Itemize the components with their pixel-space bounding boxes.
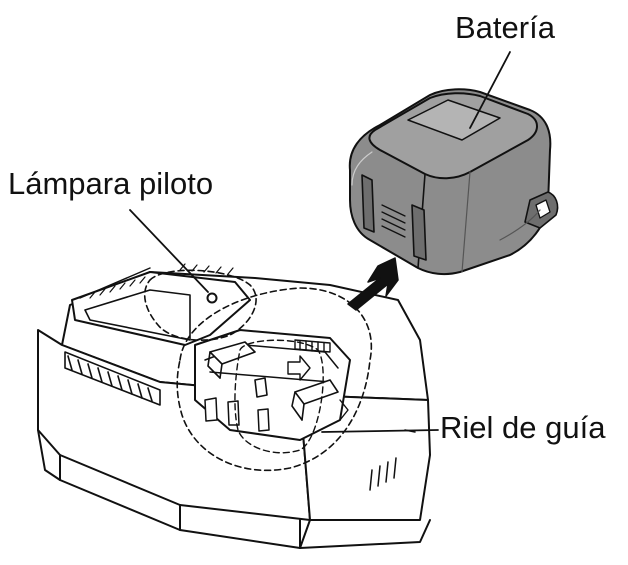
top-ribs <box>89 263 234 299</box>
charger <box>37 263 431 549</box>
battery-vents <box>381 204 406 238</box>
slot-highlight <box>176 287 373 472</box>
arrow-down-left-icon <box>347 257 399 311</box>
slide-arrow-icon <box>287 355 311 381</box>
battery-label: Batería <box>455 10 555 45</box>
battery-clips <box>361 174 427 261</box>
leader-battery <box>469 51 511 129</box>
guide-rail-label: Riel de guía <box>440 410 606 445</box>
side-vents <box>369 457 397 491</box>
pilot-lamp-label: Lámpara piloto <box>8 166 214 201</box>
front-vents <box>64 351 161 406</box>
leader-guide-rail <box>321 429 439 433</box>
battery-pack <box>348 88 559 276</box>
lamp-highlight <box>143 269 257 341</box>
guide-rails <box>207 341 339 421</box>
pilot-lamp-indicator <box>206 292 218 304</box>
latch-clips <box>204 397 270 432</box>
leader-pilot-lamp <box>129 209 209 293</box>
charger-right-face <box>299 394 431 521</box>
battery-label-panel <box>407 99 501 141</box>
